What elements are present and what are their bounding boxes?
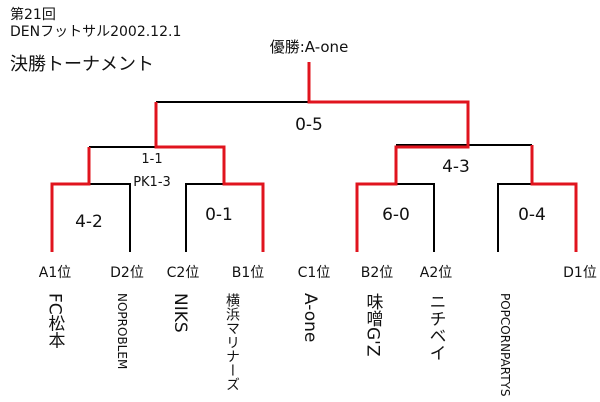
team-name: ニチベイ [425,293,446,361]
team-name: A-one [300,293,320,343]
seed-label: B2位 [360,265,394,281]
seed-label: B1位 [231,265,265,281]
team-name: FC松本 [44,293,65,349]
team-name: POPCORNPARTYS [498,293,512,397]
seed-label: D2位 [110,265,144,281]
edition-label: 第21回 [10,7,56,23]
r1-b-score: 0-1 [205,205,233,225]
final-score: 0-5 [295,115,323,135]
team-name: NIKS [170,293,190,333]
r1-c-score: 6-0 [382,205,410,225]
semi-left-score-text: 1-1 [141,152,163,167]
semi-left-pk: PK1-3 [133,175,171,190]
seed-label: A1位 [38,265,72,281]
bracket-winner-path [50,62,578,252]
semi-left-score: 1-1 PK1-3 [133,148,171,194]
r1-d-score: 0-4 [518,205,546,225]
team-name: NOPROBLEM [115,293,129,370]
page-title: 決勝トーナメント [10,54,154,75]
seed-label: C2位 [166,265,200,281]
event-label: DENフットサル2002.12.1 [10,24,182,40]
semi-right-score: 4-3 [442,157,470,177]
seed-label: C1位 [297,265,331,281]
champion-label: 優勝:A-one [269,38,349,56]
seed-label: D1位 [563,265,597,281]
team-name: 横浜マリナーズ [224,293,240,391]
team-name: 味噌G'Z [362,293,383,357]
r1-a-score: 4-2 [75,212,103,232]
seed-label: A2位 [419,265,453,281]
